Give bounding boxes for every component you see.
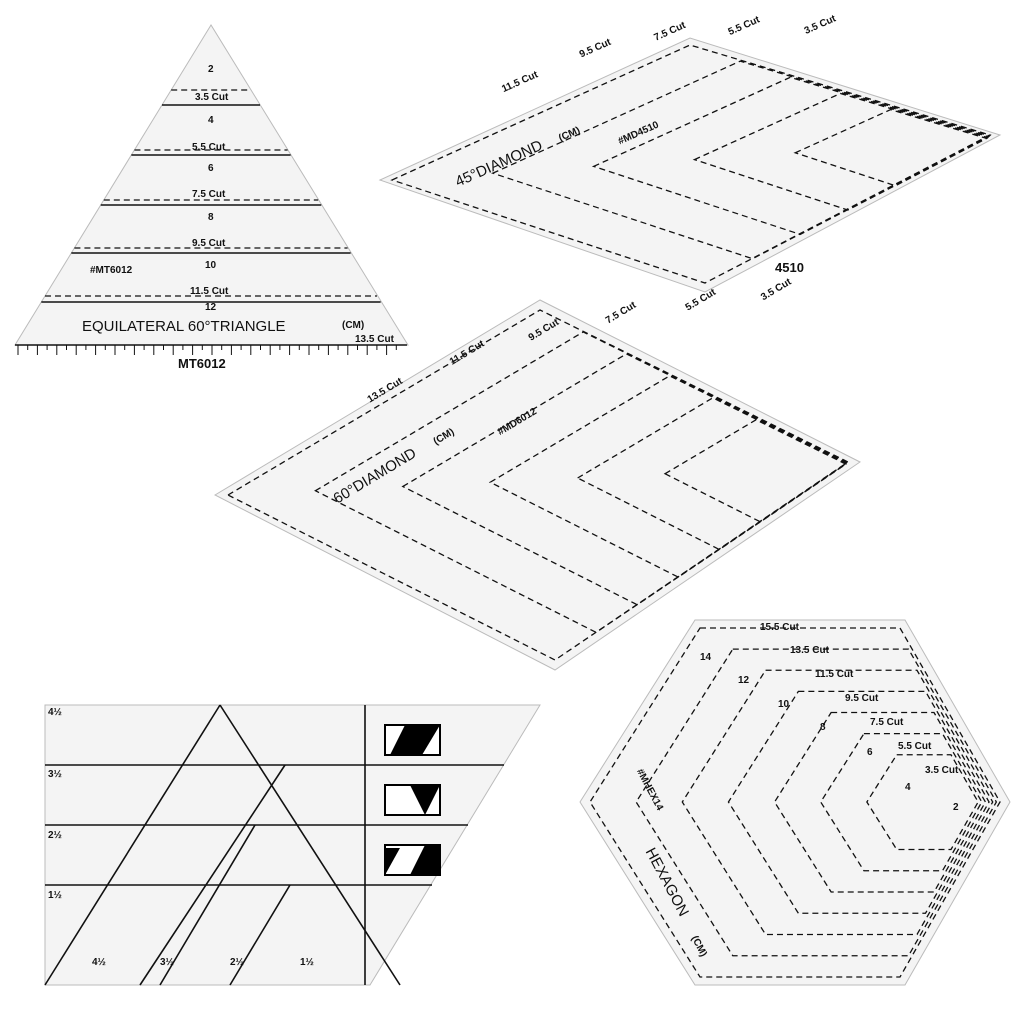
cut-outline <box>401 353 849 606</box>
strip-line <box>139 764 286 986</box>
cut-label: 5.5 Cut <box>727 14 763 38</box>
cut-label: 11.5 Cut <box>190 286 229 297</box>
size-label: 10 <box>205 260 217 271</box>
row-label: 2½ <box>48 830 62 841</box>
cut-label: 7.5 Cut <box>870 717 904 728</box>
cut-label: 9.5 Cut <box>578 37 614 61</box>
cut-label: 7.5 Cut <box>192 189 226 200</box>
cut-label: 11.5 Cut <box>815 669 854 680</box>
size-label: 8 <box>820 722 826 733</box>
strip-line <box>44 704 221 986</box>
strip-ruler: 4½ 3½ 2½ 1½ 4½ 3½ 2½ 1½ <box>44 704 541 986</box>
size-label: 6 <box>208 163 214 174</box>
cut-label: 5.5 Cut <box>192 142 226 153</box>
product-code: #MT6012 <box>90 265 133 276</box>
size-label: 6 <box>867 747 873 758</box>
model-label: 4510 <box>775 260 804 275</box>
size-label: 4 <box>905 782 911 793</box>
cut-label: 9.5 Cut <box>845 693 879 704</box>
size-label: 10 <box>778 699 790 710</box>
bottom-label: 3½ <box>160 957 174 968</box>
cut-outline <box>576 397 848 551</box>
ruler-name: EQUILATERAL 60°TRIANGLE <box>82 318 286 335</box>
diamond-60-ruler: 13.5 Cut 11.5 Cut 9.5 Cut 7.5 Cut 5.5 Cu… <box>213 276 861 671</box>
cut-outline <box>226 309 850 661</box>
bottom-label: 4½ <box>92 957 106 968</box>
model-label: MT6012 <box>178 356 226 371</box>
bottom-label: 1½ <box>300 957 314 968</box>
cut-outline <box>681 669 994 936</box>
cut-label: 13.5 Cut <box>355 334 395 345</box>
cut-label: 3.5 Cut <box>803 13 839 37</box>
diamond-45-ruler: 11.5 Cut 9.5 Cut 7.5 Cut 5.5 Cut 3.5 Cut… <box>378 13 1002 293</box>
size-label: 12 <box>205 302 217 313</box>
size-label: 2 <box>953 802 959 813</box>
cut-label: 3.5 Cut <box>925 765 959 776</box>
row-label: 1½ <box>48 890 62 901</box>
triangle-ruler: 3.5 Cut 5.5 Cut 7.5 Cut 9.5 Cut 11.5 Cut… <box>14 24 409 371</box>
strip-line <box>159 824 256 986</box>
cut-outline <box>591 76 991 236</box>
cut-outline <box>663 419 848 523</box>
size-label: 4 <box>208 115 214 126</box>
size-label: 12 <box>738 675 750 686</box>
cut-outline <box>866 754 979 851</box>
size-label: 2 <box>208 64 214 75</box>
cut-outline <box>390 44 992 284</box>
cut-outline <box>635 648 998 957</box>
cut-label: 9.5 Cut <box>192 238 226 249</box>
cut-label: 11.5 Cut <box>500 69 540 95</box>
cut-outline <box>793 108 989 187</box>
hexagon-ruler: 15.5 Cut 13.5 Cut 11.5 Cut 9.5 Cut 7.5 C… <box>579 619 1011 986</box>
cut-label: 15.5 Cut <box>760 622 800 633</box>
size-label: 14 <box>700 652 712 663</box>
size-label: 8 <box>208 212 214 223</box>
cut-outline <box>491 60 991 260</box>
cut-label: 7.5 Cut <box>652 20 688 44</box>
cut-outline <box>692 92 990 211</box>
row-label: 4½ <box>48 707 62 718</box>
cut-outline <box>773 711 987 893</box>
bottom-label: 2½ <box>230 957 244 968</box>
cut-outline <box>314 331 849 634</box>
cut-label: 3.5 Cut <box>195 92 229 103</box>
strip-line <box>229 884 291 986</box>
cut-outline <box>589 627 1001 978</box>
cut-label: 7.5 Cut <box>604 299 639 326</box>
row-label: 3½ <box>48 769 62 780</box>
cut-label: 13.5 Cut <box>790 645 830 656</box>
cut-label: 3.5 Cut <box>759 276 794 303</box>
strip-line <box>219 704 401 986</box>
unit-label: (CM) <box>342 320 364 331</box>
cut-outline <box>727 690 990 914</box>
cut-label: 5.5 Cut <box>898 741 932 752</box>
